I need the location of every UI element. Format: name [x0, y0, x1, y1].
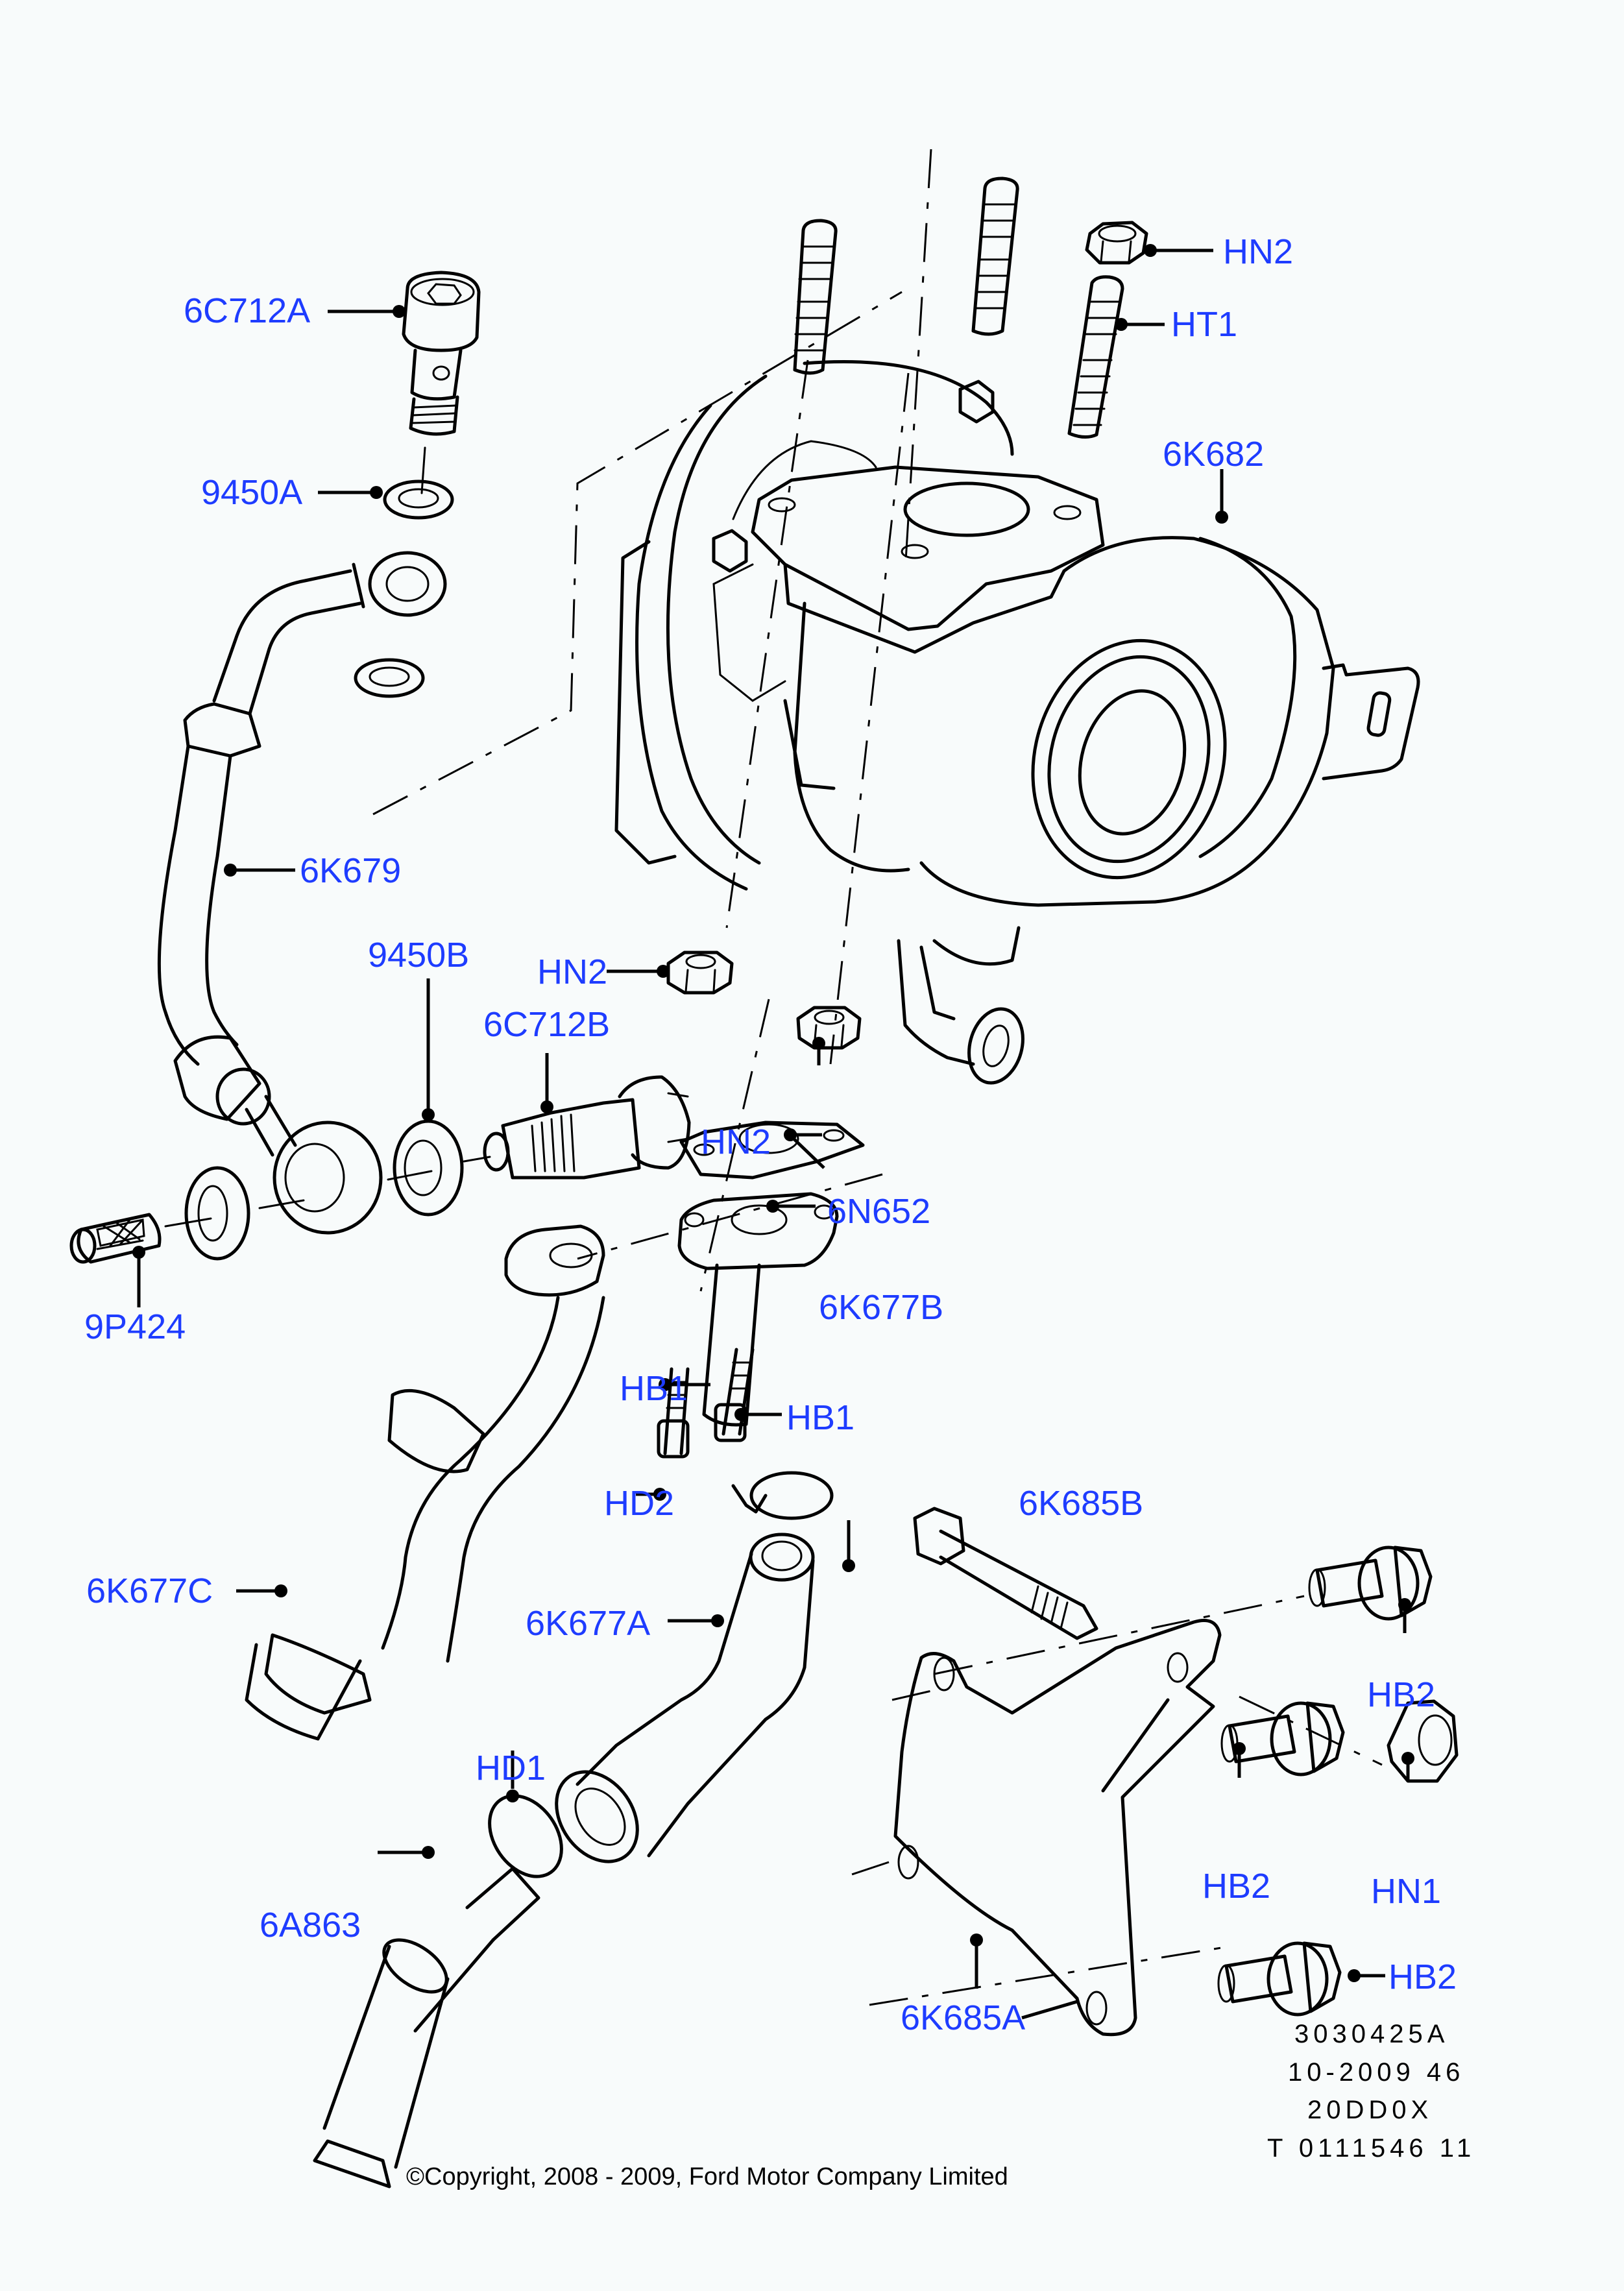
turbocharger-6k682[interactable]: [614, 360, 1420, 1089]
label-hd2[interactable]: HD2: [604, 1484, 674, 1523]
hose-clamp-hd2[interactable]: [731, 1471, 834, 1520]
bolt-hb1-right[interactable]: [714, 1348, 755, 1442]
banjo-bolt-6c712b[interactable]: [483, 1075, 691, 1180]
label-6a863[interactable]: 6A863: [260, 1906, 361, 1945]
stud-center: [971, 176, 1019, 336]
label-hd1[interactable]: HD1: [476, 1749, 546, 1788]
label-hb2-b[interactable]: HB2: [1202, 1867, 1270, 1906]
label-6c712a[interactable]: 6C712A: [184, 291, 310, 330]
label-6k682[interactable]: 6K682: [1163, 435, 1264, 474]
label-hb1-left[interactable]: HB1: [620, 1369, 688, 1408]
label-hb1-right[interactable]: HB1: [786, 1398, 854, 1437]
bracket-6k685a[interactable]: [893, 1619, 1222, 2037]
hose-6k677a[interactable]: [540, 1533, 815, 1877]
label-hn1[interactable]: HN1: [1371, 1872, 1441, 1911]
copyright-notice: ©Copyright, 2008 - 2009, Ford Motor Comp…: [406, 2163, 1008, 2190]
label-6k677b[interactable]: 6K677B: [819, 1288, 943, 1327]
flange-bolt-hb2-a[interactable]: [1308, 1546, 1433, 1621]
label-9p424[interactable]: 9P424: [84, 1307, 186, 1346]
nut-hn2-top[interactable]: [1085, 221, 1148, 265]
label-ht1[interactable]: HT1: [1171, 305, 1237, 344]
label-6n652[interactable]: 6N652: [827, 1192, 930, 1231]
label-hb2-c[interactable]: HB2: [1388, 1958, 1457, 1996]
tube-6a863[interactable]: [313, 1867, 540, 2188]
nut-hn2-mid[interactable]: [666, 951, 734, 995]
banjo-bolt-6c712a[interactable]: [402, 271, 481, 494]
hose-clamp-hd1[interactable]: [475, 1782, 577, 1890]
label-hb2-a[interactable]: HB2: [1367, 1675, 1435, 1714]
nut-hn2-low[interactable]: [796, 1006, 862, 1050]
flange-bolt-hb2-c[interactable]: [1217, 1941, 1342, 2017]
washer-9450a[interactable]: [383, 479, 454, 520]
label-6k685b[interactable]: 6K685B: [1019, 1484, 1143, 1523]
reference-block: 3030425A 10-2009 46 20DD0X T 0111546 11: [1267, 2020, 1475, 2163]
label-6k685a[interactable]: 6K685A: [901, 1998, 1025, 2037]
part-labels: 6C712A 9450A HN2 HT1 6K682 6K679 9450B 6…: [84, 232, 1457, 2037]
label-hn2-top[interactable]: HN2: [1223, 232, 1293, 271]
ref-line-4: T 0111546 11: [1267, 2134, 1475, 2163]
washer-pair: [184, 1166, 305, 1261]
bolt-6k685b[interactable]: [913, 1507, 1098, 1640]
label-6c712b[interactable]: 6C712B: [483, 1005, 610, 1044]
nut-hn1[interactable]: [1387, 1699, 1459, 1783]
label-6k677c[interactable]: 6K677C: [86, 1571, 213, 1610]
leader-lines: [132, 244, 1414, 2020]
stud-ht1[interactable]: [1067, 275, 1124, 439]
label-6k679[interactable]: 6K679: [300, 851, 401, 890]
ref-line-1: 3030425A: [1294, 2020, 1449, 2048]
ref-line-3: 20DD0X: [1307, 2096, 1433, 2124]
flange-6k677b[interactable]: [677, 1192, 839, 1427]
washer-lower: [354, 658, 425, 698]
stud-left: [793, 219, 838, 375]
label-6k677a[interactable]: 6K677A: [526, 1604, 650, 1643]
ref-line-2: 10-2009 46: [1288, 2058, 1464, 2087]
washer-9450b[interactable]: [387, 1119, 491, 1217]
label-hn2-low[interactable]: HN2: [701, 1122, 771, 1161]
label-9450b[interactable]: 9450B: [368, 936, 469, 975]
gasket-6n652[interactable]: [679, 1121, 865, 1180]
oil-feed-pipe-6k679[interactable]: [157, 551, 447, 1235]
label-hn2-mid[interactable]: HN2: [537, 952, 607, 991]
label-9450a[interactable]: 9450A: [201, 473, 302, 512]
hose-6k677c[interactable]: [245, 1224, 605, 1741]
